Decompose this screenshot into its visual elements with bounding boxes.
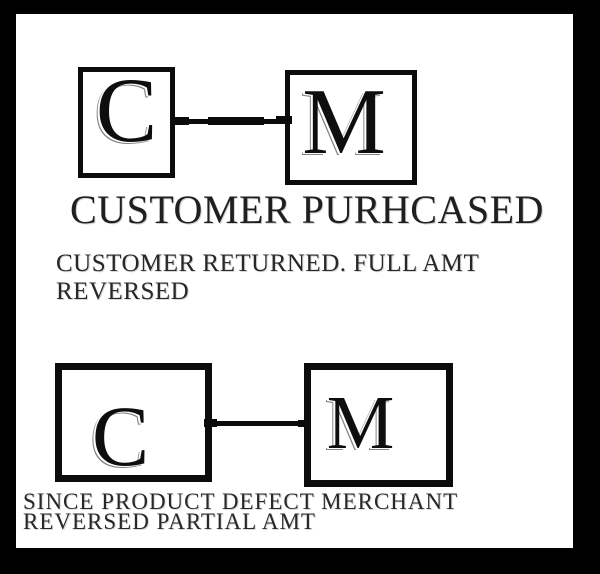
scene2-merchant-node: M <box>304 363 453 487</box>
scene2-note-line2: REVERSED PARTIAL AMT <box>23 509 316 534</box>
scene2-connector-endcap-right <box>298 420 311 427</box>
scene2-merchant-initial: M <box>326 381 395 465</box>
scene2-connector-endcap-left <box>204 419 217 427</box>
scene2-customer-node: C <box>55 363 212 482</box>
scene1-connector-endcap-right <box>276 116 292 124</box>
scene1-connector-stroke <box>208 117 264 125</box>
scene2-note-line1: SINCE PRODUCT DEFECT MERCHANT <box>23 489 459 514</box>
scene1-note: CUSTOMER RETURNED. FULL AMT REVERSED <box>56 250 479 306</box>
scene2-note: SINCE PRODUCT DEFECT MERCHANT REVERSED P… <box>23 489 459 534</box>
scene1-merchant-initial: M <box>302 69 386 174</box>
scene1-note-line2: REVERSED <box>56 278 190 305</box>
scene1-note-line1: CUSTOMER RETURNED. FULL AMT <box>56 250 480 277</box>
scene2-connector-line <box>212 421 304 426</box>
scene1-customer-node: C <box>78 58 175 178</box>
scene1-connector-endcap-left <box>173 117 189 125</box>
scene1-merchant-node: M <box>285 70 417 185</box>
scene1-caption: CUSTOMER PURHCASED <box>70 187 544 232</box>
scene1-customer-initial: C <box>95 58 158 161</box>
scene2-customer-initial: C <box>91 387 150 484</box>
